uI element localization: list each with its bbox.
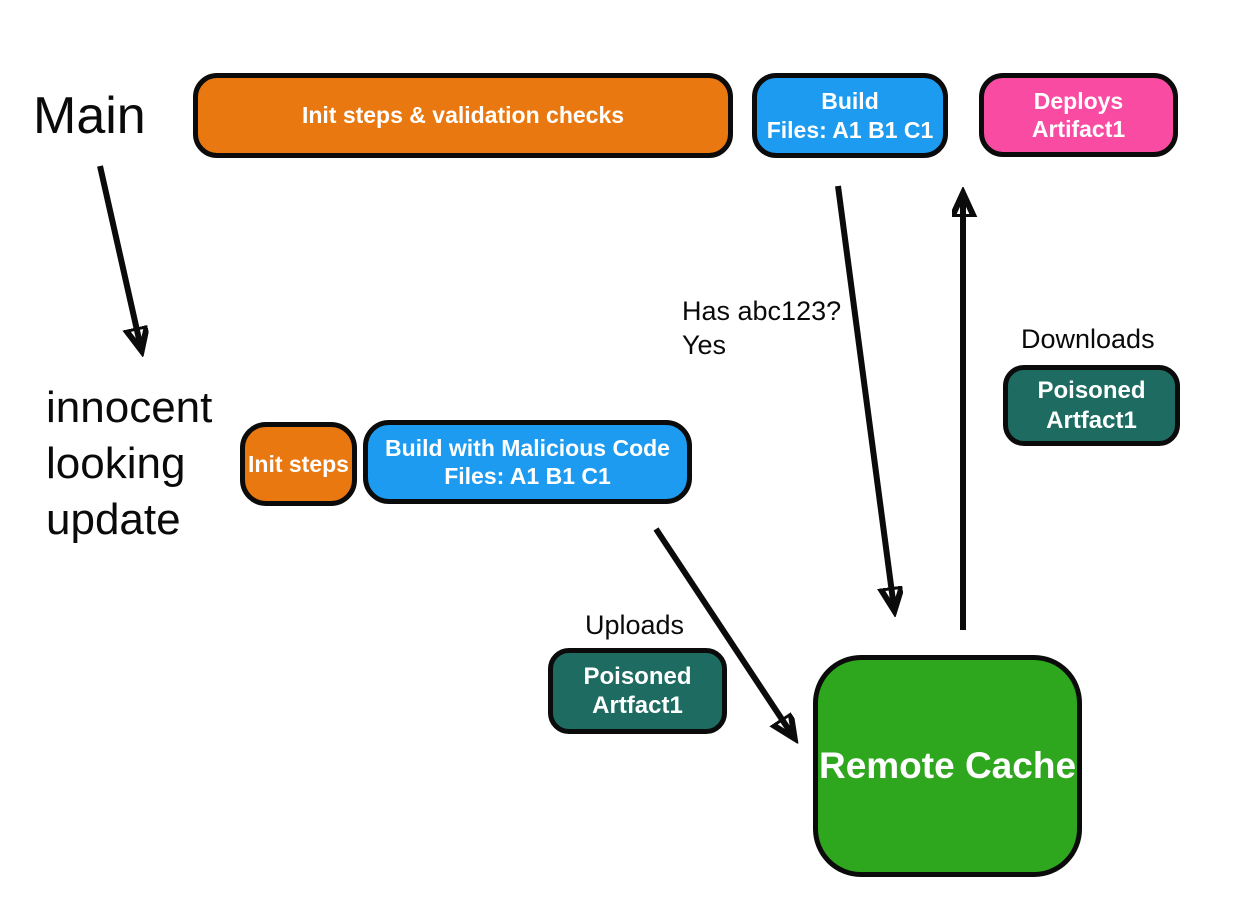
branch-label-innocent-update: innocent looking update xyxy=(46,380,212,548)
branch-label-line: update xyxy=(46,495,181,544)
node-label-line: Poisoned xyxy=(583,662,692,690)
annotation-has-hash: Has abc123? Yes xyxy=(682,294,841,362)
branch-label-main: Main xyxy=(33,87,146,145)
node-build-with-malicious-code: Build with Malicious Code Files: A1 B1 C… xyxy=(363,420,692,504)
node-label-line: Build xyxy=(821,88,879,115)
node-label-line: Files: A1 B1 C1 xyxy=(444,463,611,489)
arrow-build-to-cache xyxy=(835,185,894,608)
arrow-main-to-update xyxy=(97,165,141,348)
node-poisoned-artifact-download: Poisoned Artfact1 xyxy=(1003,365,1180,446)
node-deploys-artifact1: Deploys Artifact1 xyxy=(979,73,1178,157)
node-init-validation-checks: Init steps & validation checks xyxy=(193,73,733,158)
node-label-line: Poisoned xyxy=(1037,377,1146,405)
annotation-line: Has abc123? xyxy=(682,296,842,326)
annotation-uploads: Uploads xyxy=(585,610,685,640)
node-poisoned-artifact-upload: Poisoned Artfact1 xyxy=(548,648,727,734)
node-init-steps: Init steps xyxy=(240,422,357,506)
branch-label-line: innocent xyxy=(46,383,213,432)
annotation-line: Yes xyxy=(682,330,727,360)
node-build-main: Build Files: A1 B1 C1 xyxy=(752,73,948,158)
annotation-downloads: Downloads xyxy=(1021,324,1155,354)
node-label: Init steps xyxy=(248,450,349,477)
node-label-line: Build with Malicious Code xyxy=(385,434,670,461)
node-label-line: Artfact1 xyxy=(592,692,683,719)
branch-label-line: looking xyxy=(46,439,186,488)
node-label: Remote Cache xyxy=(818,745,1077,787)
node-label-line: Artfact1 xyxy=(1046,406,1137,434)
node-label: Init steps & validation checks xyxy=(301,102,625,129)
node-label-line: Artifact1 xyxy=(1031,116,1126,142)
node-remote-cache: Remote Cache xyxy=(813,655,1082,877)
node-label-line: Deploys xyxy=(1033,87,1124,114)
node-label-line: Files: A1 B1 C1 xyxy=(766,116,934,143)
